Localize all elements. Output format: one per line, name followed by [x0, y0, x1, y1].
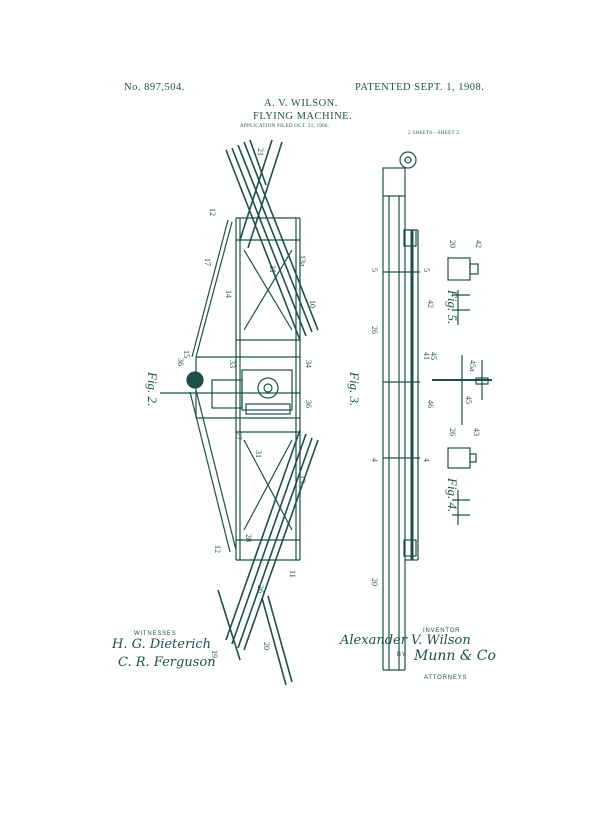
- svg-text:10: 10: [308, 300, 317, 308]
- patent-date: PATENTED SEPT. 1, 1908.: [355, 82, 485, 93]
- svg-text:43: 43: [472, 428, 481, 436]
- svg-text:33: 33: [228, 360, 237, 368]
- fig45-crossbar: [432, 355, 492, 425]
- svg-text:26: 26: [370, 326, 379, 334]
- fig2-hub: [186, 371, 204, 389]
- svg-text:28: 28: [244, 534, 253, 542]
- svg-text:5: 5: [370, 268, 379, 272]
- svg-text:15: 15: [182, 350, 191, 358]
- svg-text:13: 13: [298, 475, 307, 483]
- svg-text:21: 21: [256, 148, 265, 156]
- svg-text:34: 34: [304, 360, 313, 368]
- witness-signature-2: C. R. Ferguson: [118, 655, 216, 670]
- svg-text:13a: 13a: [298, 255, 307, 267]
- inventor-name-header: A. V. WILSON.: [264, 98, 338, 109]
- witness-signature-1: H. G. Dieterich: [112, 637, 212, 652]
- witnesses-label: WITNESSES: [134, 631, 177, 637]
- fig2-upper-wing: [225, 139, 319, 341]
- svg-text:4: 4: [370, 458, 379, 462]
- by-label: BY: [397, 652, 407, 658]
- svg-text:5: 5: [422, 268, 431, 272]
- attorney-signature: Munn & Co: [414, 648, 496, 664]
- svg-text:36: 36: [304, 400, 313, 408]
- fig5-part: [447, 257, 479, 325]
- svg-text:45: 45: [464, 396, 473, 404]
- fig2-engine: [211, 369, 293, 415]
- svg-text:46: 46: [426, 400, 435, 408]
- patent-number: No. 897,504.: [124, 82, 185, 93]
- application-filed: APPLICATION FILED OCT. 31, 1906.: [240, 124, 330, 129]
- fig2-label: Fig. 2.: [145, 371, 160, 406]
- svg-text:20: 20: [448, 240, 457, 248]
- svg-text:36: 36: [176, 358, 185, 366]
- svg-text:26: 26: [448, 428, 457, 436]
- sheet-count: 2 SHEETS—SHEET 2.: [408, 131, 461, 136]
- fig4-label: Fig. 4.: [445, 477, 460, 512]
- patent-title: FLYING MACHINE.: [253, 111, 353, 122]
- svg-text:14: 14: [224, 290, 233, 298]
- fig2-lower-wing: [217, 429, 319, 686]
- inventor-signature: Alexander V. Wilson: [340, 633, 471, 648]
- fig3-label: Fig. 3.: [347, 371, 362, 406]
- attorneys-label: ATTORNEYS: [424, 675, 468, 681]
- svg-text:26: 26: [256, 585, 265, 593]
- svg-text:42: 42: [474, 240, 483, 248]
- svg-text:42: 42: [426, 300, 435, 308]
- svg-text:31: 31: [254, 450, 263, 458]
- svg-text:20: 20: [370, 578, 379, 586]
- svg-text:12: 12: [213, 545, 222, 553]
- fig3-mast: [382, 151, 420, 671]
- svg-text:12: 12: [208, 208, 217, 216]
- svg-text:4: 4: [422, 458, 431, 462]
- svg-text:20: 20: [262, 642, 271, 650]
- svg-text:17: 17: [203, 258, 212, 266]
- svg-text:45a: 45a: [468, 360, 477, 372]
- inventor-label: INVENTOR: [423, 628, 461, 634]
- svg-text:27: 27: [234, 432, 243, 440]
- svg-text:19: 19: [210, 650, 219, 658]
- fig4-part: [447, 447, 477, 525]
- svg-text:41: 41: [422, 352, 431, 360]
- svg-text:11: 11: [288, 570, 297, 578]
- svg-text:31: 31: [268, 265, 277, 273]
- fig5-label: Fig. 5.: [445, 289, 460, 324]
- svg-text:45: 45: [429, 352, 438, 360]
